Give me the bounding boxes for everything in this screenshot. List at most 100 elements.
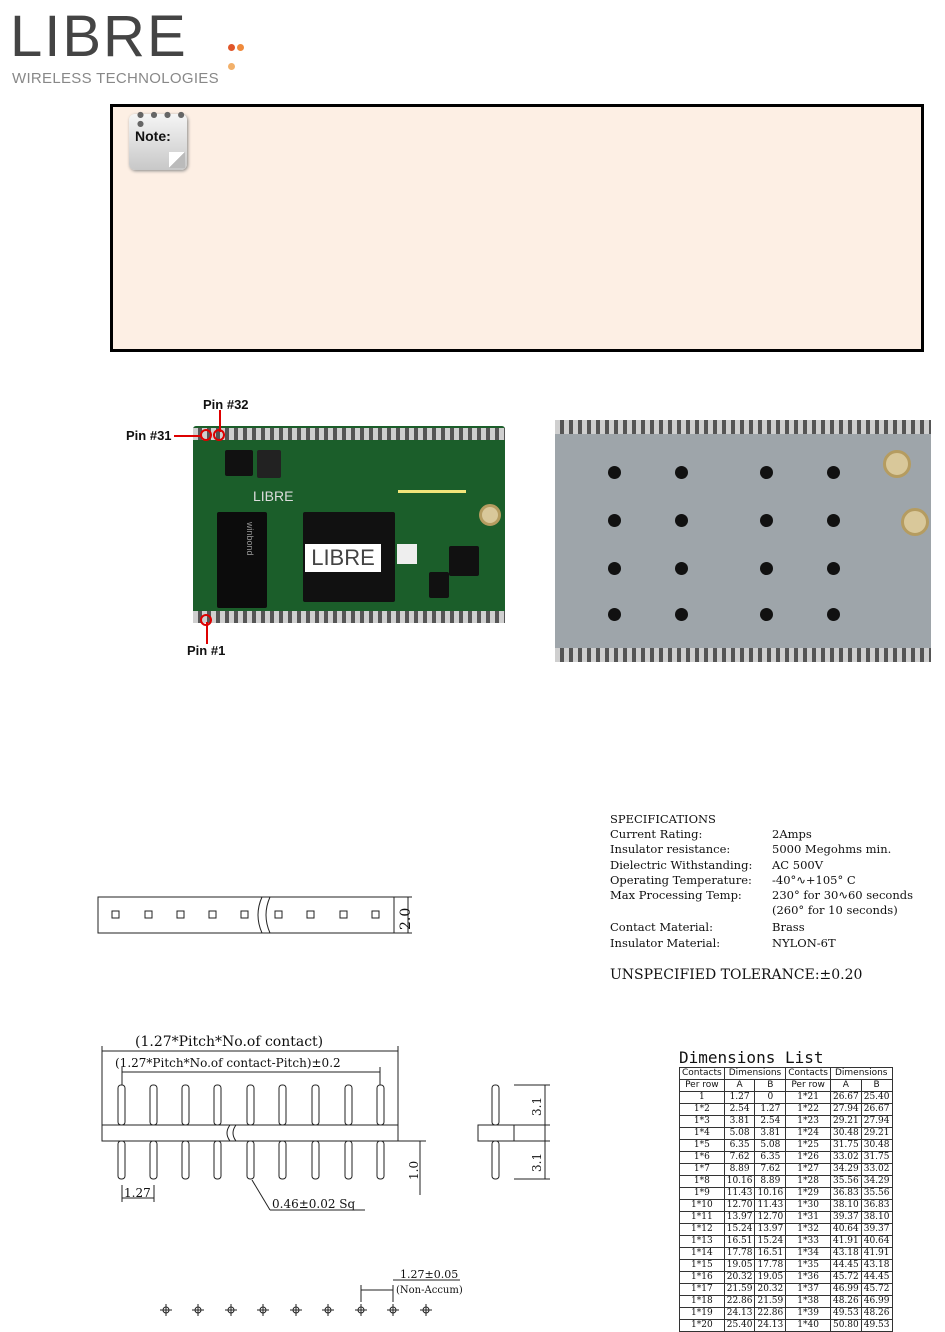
table-cell: 1*10 <box>679 1199 725 1212</box>
table-cell: 27.94 <box>829 1103 862 1116</box>
table-cell: 16.51 <box>723 1235 756 1248</box>
table-cell: 20.32 <box>723 1271 756 1284</box>
table-cell: 38.10 <box>860 1211 893 1224</box>
table-cell: 34.29 <box>860 1175 893 1188</box>
table-cell: 7.62 <box>754 1163 787 1176</box>
table-cell: 27.94 <box>860 1115 893 1128</box>
table-cell: 1*3 <box>679 1115 725 1128</box>
logo-wordmark: LIBRE <box>10 4 188 69</box>
spec-key: Operating Temperature: <box>610 872 752 887</box>
table-cell: 13.97 <box>723 1211 756 1224</box>
chip-text: winbond <box>245 522 255 556</box>
table-cell: 44.45 <box>829 1259 862 1272</box>
table-cell: 31.75 <box>829 1139 862 1152</box>
board-logo: LIBRE <box>305 544 381 572</box>
table-cell: 34.29 <box>829 1163 862 1176</box>
table-cell: 25.40 <box>860 1091 893 1104</box>
pin31-marker <box>200 429 212 441</box>
spec-value: 5000 Megohms min. <box>772 842 892 857</box>
pin32-marker <box>213 429 225 441</box>
spec-value: Brass <box>772 920 805 935</box>
table-cell: 1*38 <box>785 1295 831 1308</box>
tolerance-note: UNSPECIFIED TOLERANCE:±0.20 <box>610 967 863 983</box>
table-cell: 35.56 <box>860 1187 893 1200</box>
table-cell: 1*35 <box>785 1259 831 1272</box>
table-cell: 48.26 <box>860 1307 893 1320</box>
libre-logo: LIBRE WIRELESS TECHNOLOGIES <box>10 8 250 88</box>
table-cell: 3.81 <box>723 1115 756 1128</box>
logo-dot <box>228 63 235 70</box>
table-cell: 39.37 <box>829 1211 862 1224</box>
table-cell: 16.51 <box>754 1247 787 1260</box>
spec-key: Insulator resistance: <box>610 842 731 857</box>
overall-length-label: (1.27*Pitch*No.of contact) <box>135 1034 323 1050</box>
col-a-header: A <box>829 1079 862 1092</box>
table-cell: 2.54 <box>723 1103 756 1116</box>
table-cell: 5.08 <box>754 1139 787 1152</box>
table-cell: 20.32 <box>754 1283 787 1296</box>
contacts-header: Contacts <box>785 1067 831 1080</box>
table-cell: 0 <box>754 1091 787 1104</box>
table-cell: 40.64 <box>829 1223 862 1236</box>
table-cell: 8.89 <box>723 1163 756 1176</box>
pin31-label: Pin #31 <box>126 428 172 443</box>
connector-side-view <box>101 1046 426 1211</box>
table-cell: 26.67 <box>829 1091 862 1104</box>
spec-value: -40°∿+105° C <box>772 872 856 887</box>
table-cell: 1*24 <box>785 1127 831 1140</box>
table-cell: 19.05 <box>754 1271 787 1284</box>
table-cell: 1*31 <box>785 1211 831 1224</box>
pin1-pointer <box>206 622 208 644</box>
table-cell: 1*36 <box>785 1271 831 1284</box>
table-cell: 29.21 <box>860 1127 893 1140</box>
table-cell: 15.24 <box>754 1235 787 1248</box>
table-cell: 1*19 <box>679 1307 725 1320</box>
pcb-footprint <box>160 1279 460 1316</box>
table-cell: 1*9 <box>679 1187 725 1200</box>
table-cell: 17.78 <box>723 1247 756 1260</box>
module-top-photo: winbond LIBRE LIBRE <box>193 426 505 661</box>
table-cell: 29.21 <box>829 1115 862 1128</box>
dimensions-header: Dimensions <box>829 1067 893 1080</box>
table-cell: 1*32 <box>785 1223 831 1236</box>
spec-key: Insulator Material: <box>610 935 721 950</box>
spec-value: NYLON-6T <box>772 935 836 950</box>
logo-dots <box>228 36 250 74</box>
table-cell: 22.86 <box>754 1307 787 1320</box>
table-cell: 30.48 <box>829 1127 862 1140</box>
table-cell: 15.24 <box>723 1223 756 1236</box>
table-cell: 45.72 <box>829 1271 862 1284</box>
table-cell: 31.75 <box>860 1151 893 1164</box>
table-cell: 1*27 <box>785 1163 831 1176</box>
table-cell: 13.97 <box>754 1223 787 1236</box>
table-cell: 1 <box>679 1091 725 1104</box>
table-cell: 19.05 <box>723 1259 756 1272</box>
table-cell: 7.62 <box>723 1151 756 1164</box>
table-cell: 1.27 <box>754 1103 787 1116</box>
pin1-label: Pin #1 <box>187 643 226 658</box>
note-label: Note: <box>135 128 171 144</box>
connector-top-view <box>97 896 412 934</box>
table-cell: 6.35 <box>723 1139 756 1152</box>
table-cell: 1*15 <box>679 1259 725 1272</box>
spec-key: Dielectric Withstanding: <box>610 857 753 872</box>
table-cell: 43.18 <box>860 1259 893 1272</box>
table-cell: 1*17 <box>679 1283 725 1296</box>
pin31-pointer <box>174 435 202 437</box>
spec-key: Max Processing Temp: <box>610 887 742 902</box>
table-cell: 11.43 <box>754 1199 787 1212</box>
pin-size-label: 0.46±0.02 Sq <box>272 1197 356 1211</box>
